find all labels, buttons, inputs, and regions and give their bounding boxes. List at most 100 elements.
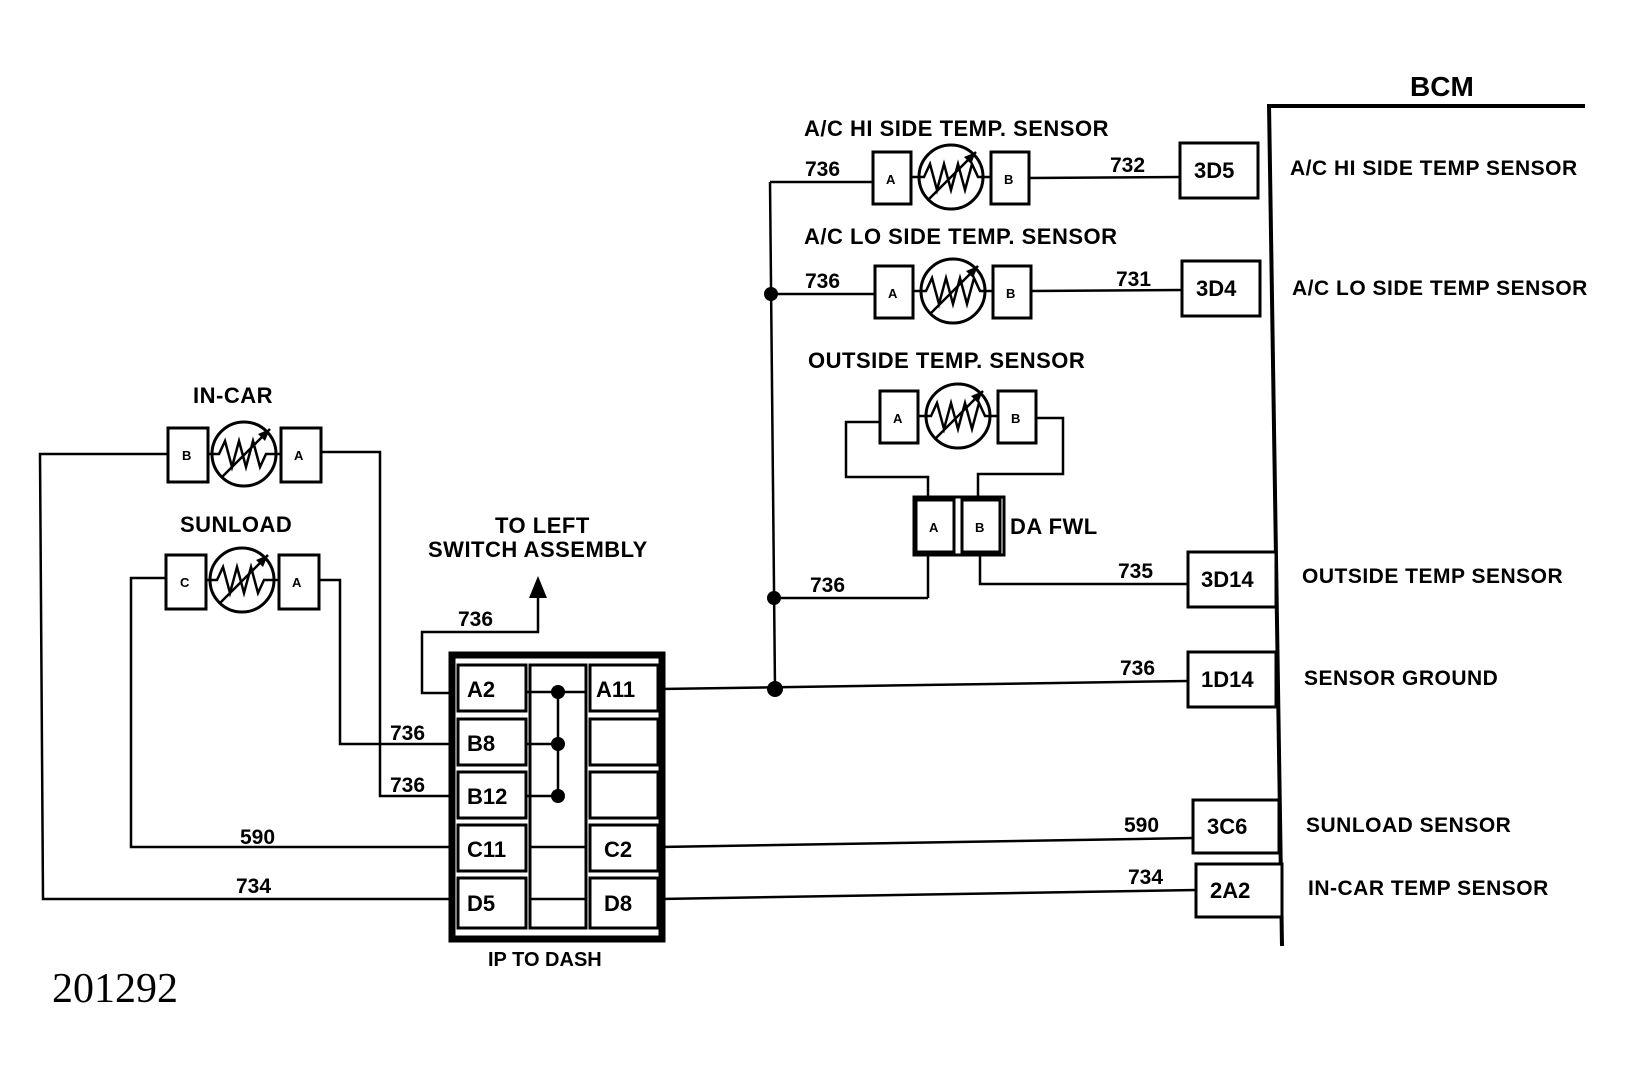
ac-lo-pin-b [991, 264, 1033, 320]
bcm-module: BCM 3D5 A/C HI SIDE TEMP SENSOR 3D4 A/C … [1178, 71, 1588, 947]
ac-lo-pin-b-label: B [1006, 286, 1015, 301]
thermistor-zigzag [206, 562, 279, 598]
bcm-pin-3d5-label: 3D5 [1194, 158, 1234, 183]
left-wiring: 736 736 590 734 [38, 450, 454, 901]
da-fwl-pin-b [960, 498, 1002, 554]
outside-pin-b-label: B [1011, 411, 1020, 426]
ac-lo-pin-a [873, 264, 915, 320]
da-fwl-pin-a [914, 498, 956, 554]
wire-label-736: 736 [810, 574, 845, 597]
in-car-pin-a-label: A [294, 448, 304, 463]
outside-pin-a-label: A [893, 411, 903, 426]
outside-pigtail-a [844, 420, 930, 497]
sunload-pin-a-label: A [292, 575, 302, 590]
connector-pin-label: C2 [604, 837, 632, 862]
thermistor-zigzag [913, 273, 993, 309]
to-left-switch: TO LEFT SWITCH ASSEMBLY 736 [420, 513, 648, 695]
da-fwl-pin-a-label: A [929, 520, 939, 535]
connector-pin-label: D8 [604, 891, 632, 916]
splice-dot [551, 789, 565, 803]
outside-pin-a [878, 389, 920, 445]
thermistor-zigzag [208, 436, 281, 472]
bcm-fn-3d14: OUTSIDE TEMP SENSOR [1302, 565, 1563, 588]
connector-label: IP TO DASH [488, 949, 602, 971]
splice-dot [551, 737, 565, 751]
bcm-pin-3d5 [1178, 141, 1260, 200]
wire-label-736: 736 [390, 722, 425, 745]
wire-label-736: 736 [1120, 657, 1155, 680]
connector-pin-d5 [456, 876, 528, 930]
thermistor-arrowhead [256, 555, 268, 567]
bcm-fn-3d4: A/C LO SIDE TEMP SENSOR [1292, 277, 1588, 300]
outside-pigtail-b [976, 416, 1065, 497]
in-car-sensor: IN-CAR B A [166, 383, 323, 488]
bcm-pin-1d14-label: 1D14 [1201, 667, 1254, 692]
figure-number: 201292 [52, 966, 178, 1012]
da-fwl-label: DA FWL [1010, 514, 1098, 539]
connector-pin-label: B8 [467, 731, 495, 756]
bcm-pin-2a2 [1194, 862, 1284, 919]
wire-736-to-left [420, 598, 540, 695]
connector-pin-b12 [456, 770, 528, 820]
sunload-pin-a [277, 553, 321, 611]
ground-bus: 736 736 736 [764, 158, 930, 697]
thermistor-arrowhead [258, 429, 270, 441]
wire-734-d8 [659, 888, 1197, 901]
wire-590-sunload [129, 576, 454, 849]
connector-pin-label: A11 [596, 677, 635, 702]
to-left-line2: SWITCH ASSEMBLY [428, 537, 648, 562]
thermistor-arrowhead [966, 266, 978, 278]
wire-590-c2 [659, 836, 1194, 849]
connector-pin-label: C11 [467, 837, 506, 862]
wire-label-736: 736 [458, 608, 493, 631]
wire-736-sensor-ground [659, 679, 1189, 691]
da-fwl-connector: A B DA FWL 735 [912, 495, 1188, 586]
thermistor-arrowhead [964, 152, 976, 164]
wire-731 [1030, 288, 1183, 293]
wire-736-in-car [321, 450, 454, 798]
wire-732 [1028, 175, 1181, 180]
ac-lo-sensor-label: A/C LO SIDE TEMP. SENSOR [804, 224, 1118, 249]
bcm-fn-2a2: IN-CAR TEMP SENSOR [1308, 877, 1549, 900]
sunload-sensor-label: SUNLOAD [180, 512, 292, 537]
connector-pin-c11 [456, 823, 528, 873]
ac-lo-side-sensor: A/C LO SIDE TEMP. SENSOR A B 731 [804, 224, 1183, 325]
wire-label-590: 590 [1124, 814, 1159, 837]
wire-736-sunload [319, 578, 454, 746]
bcm-pin-3d14 [1186, 550, 1278, 609]
wire-label-590: 590 [240, 826, 275, 849]
bcm-fn-1d14: SENSOR GROUND [1304, 667, 1498, 690]
sunload-sensor: SUNLOAD C A [164, 512, 321, 614]
connector-pin-c2 [588, 823, 660, 873]
bcm-pin-3d14-label: 3D14 [1201, 567, 1254, 592]
bcm-fn-3d5: A/C HI SIDE TEMP SENSOR [1290, 157, 1578, 180]
wire-label-734: 734 [236, 875, 271, 898]
outside-sensor-label: OUTSIDE TEMP. SENSOR [808, 348, 1085, 373]
thermistor-arrowhead [971, 391, 983, 403]
splice-dot [767, 681, 783, 697]
bcm-title: BCM [1410, 71, 1474, 102]
connector-pin-a11 [588, 663, 660, 713]
ground-bus-vertical [768, 181, 777, 690]
splice-dot [764, 287, 778, 301]
connector-pin-label: A2 [467, 677, 495, 702]
bcm-pin-3d4 [1180, 259, 1262, 318]
thermistor-zigzag [911, 159, 991, 195]
splice-dot [551, 685, 565, 699]
bcm-pin-1d14 [1186, 650, 1278, 709]
bcm-pin-3c6-label: 3C6 [1207, 814, 1247, 839]
ac-hi-pin-a [871, 150, 913, 206]
wire-734-in-car [38, 452, 454, 901]
wire-label-736: 736 [390, 774, 425, 797]
connector-pin-d8 [588, 876, 660, 930]
in-car-sensor-label: IN-CAR [193, 383, 273, 408]
ac-lo-pin-a-label: A [888, 286, 898, 301]
sunload-pin-c [164, 553, 208, 611]
wire-label-732: 732 [1110, 154, 1145, 177]
bcm-pin-3d4-label: 3D4 [1196, 276, 1237, 301]
connector-pin-empty [588, 717, 660, 767]
wire-735 [978, 555, 1188, 586]
ip-to-dash-connector: A2 B8 B12 C11 D5 A11 C2 D8 IP TO DASH [448, 651, 666, 971]
